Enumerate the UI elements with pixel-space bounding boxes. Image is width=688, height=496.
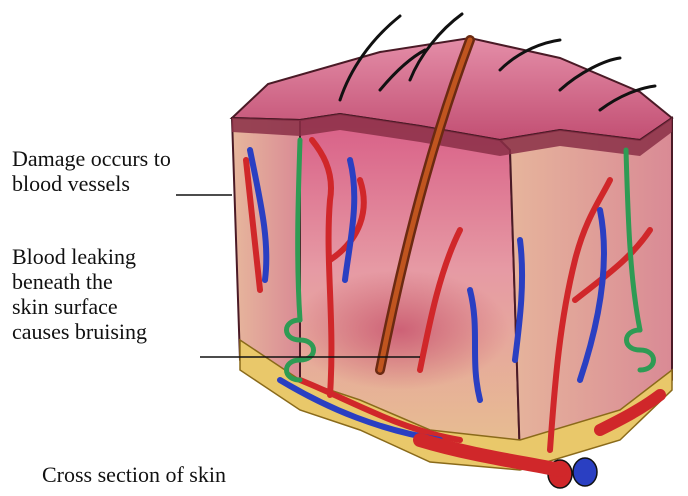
damage-label: Damage occurs to blood vessels [12, 146, 171, 196]
leaking-label: Blood leaking beneath the skin surface c… [12, 244, 147, 344]
caption: Cross section of skin [42, 462, 226, 487]
